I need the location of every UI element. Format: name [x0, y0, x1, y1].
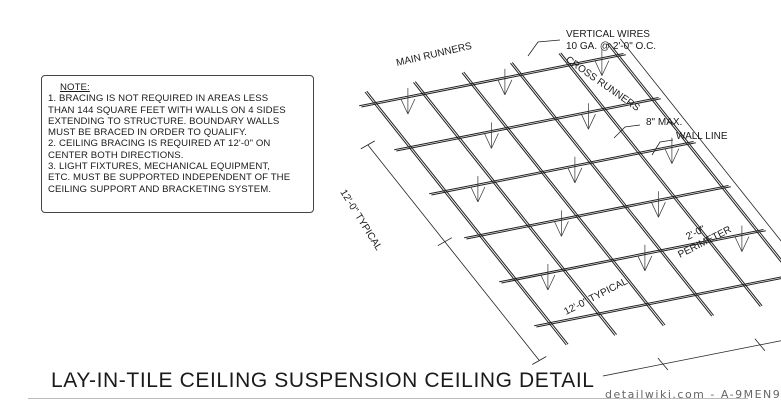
splay-wire [561, 221, 569, 237]
splay-wire [658, 202, 666, 218]
splay-wire [671, 148, 680, 164]
wall-line-label: WALL LINE [676, 131, 728, 142]
note-line: THAN 144 SQUARE FEET WITH WALLS ON 4 SID… [48, 104, 286, 116]
main-runner [464, 185, 729, 239]
main-runner-edge [361, 54, 626, 108]
splay-wire [554, 221, 562, 237]
cross-runner [461, 72, 664, 327]
note-line: EXTENDING TO STRUCTURE. BOUNDARY WALLS [48, 115, 280, 127]
splay-wire [484, 133, 492, 149]
splay-wire [644, 255, 653, 271]
splay-wire [601, 60, 610, 76]
ceiling-grid-drawing: MAIN RUNNERS VERTICAL WIRES 10 GA. @ 2'-… [337, 29, 781, 377]
splay-wire [651, 202, 659, 218]
eight-inch-max-label: 8" MAX. [646, 117, 682, 128]
splay-wire [477, 186, 486, 203]
splay-wire [594, 60, 603, 76]
main-runner-edge [466, 186, 731, 240]
splay-wire [664, 148, 673, 164]
note-line: CENTER BOTH DIRECTIONS. [48, 149, 184, 161]
cross-runner-edge [560, 52, 763, 307]
splay-wire [407, 98, 416, 115]
dimension-tick [360, 140, 375, 150]
vertical-wires-label: VERTICAL WIRES [566, 29, 650, 40]
main-runner [499, 229, 764, 283]
main-runner-edge [431, 142, 696, 196]
splay-wire [637, 255, 646, 271]
eight-inch-leader [613, 124, 641, 139]
dimension-lines [360, 38, 781, 377]
dimension-tick [437, 237, 452, 247]
dimension-line-bottom [602, 340, 781, 377]
main-runner-edge [536, 278, 781, 328]
cross-runner-edge [608, 42, 781, 260]
notes-box: NOTE: 1. BRACING IS NOT REQUIRED IN AREA… [41, 75, 314, 213]
dimension-line-left [367, 144, 540, 361]
source-credit: detailwiki.com - A-9MEN9 [605, 388, 781, 401]
splay-wire [504, 79, 513, 95]
suspension-grid [359, 42, 781, 346]
dimension-left-label: 12'-0" TYPICAL [337, 188, 384, 253]
cross-runner [510, 62, 713, 317]
splay-wire [497, 79, 506, 95]
main-runners-label: MAIN RUNNERS [395, 41, 473, 69]
dimension-tick [657, 357, 669, 371]
leader-lines [527, 39, 674, 156]
splay-wire [547, 274, 556, 291]
main-runner [534, 276, 781, 327]
cross-runner-edge [366, 90, 569, 345]
note-line: 3. LIGHT FIXTURES, MECHANICAL EQUIPMENT, [48, 161, 271, 173]
splay-wire [400, 98, 409, 115]
splay-wire [588, 114, 596, 130]
vertical-wires-spec-label: 10 GA. @ 2'-0" O.C. [566, 41, 656, 52]
splay-wire [581, 114, 589, 130]
splay-wire [540, 274, 549, 291]
note-line: CEILING SUPPORT AND BRACKETING SYSTEM. [48, 183, 272, 195]
splay-wire [574, 167, 583, 183]
note-line: 1. BRACING IS NOT REQUIRED IN AREAS LESS [48, 93, 269, 105]
main-runner-edge [396, 98, 661, 152]
splay-wire [470, 186, 479, 203]
wall-line-leader [651, 139, 674, 156]
cross-runner [364, 91, 567, 346]
dimension-tick [754, 338, 766, 352]
dimension-tick [532, 356, 547, 365]
vertical-wires [400, 49, 750, 291]
splay-wire [741, 236, 750, 252]
cross-runner-edge [511, 62, 714, 316]
cross-runner [607, 43, 781, 263]
main-runner [394, 97, 659, 151]
main-runner-edge [501, 230, 766, 284]
cross-runner-edge [414, 81, 617, 335]
main-runner [359, 53, 624, 107]
main-runner [429, 141, 694, 195]
vertical-wires-leader [527, 39, 561, 57]
notes-title: NOTE: [60, 82, 90, 93]
cross-runner [413, 82, 616, 336]
note-line: ETC. MUST BE SUPPORTED INDEPENDENT OF TH… [48, 172, 291, 184]
cross-runner [558, 53, 761, 307]
note-line: 2. CEILING BRACING IS REQUIRED AT 12'-0"… [48, 138, 271, 150]
drawing-title: LAY-IN-TILE CEILING SUSPENSION CEILING D… [51, 369, 595, 392]
note-line: MUST BE BRACED IN ORDER TO QUALIFY. [48, 127, 247, 139]
cross-runner-edge [463, 71, 666, 326]
splay-wire [734, 236, 743, 252]
splay-wire [491, 133, 499, 149]
wall-line [619, 38, 781, 242]
title-underline [28, 398, 748, 399]
splay-wire [567, 167, 576, 183]
